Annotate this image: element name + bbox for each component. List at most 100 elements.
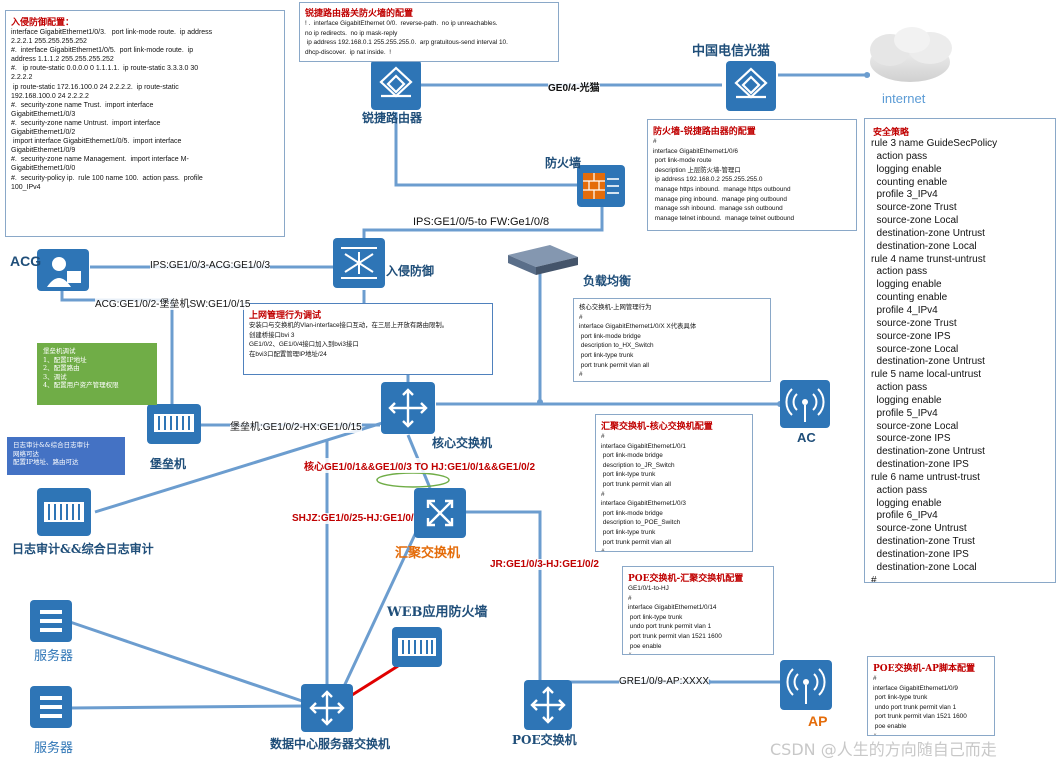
core-lb-config-box: 核心交换机-上网管理行为#interface GigabitEthernet1/… (573, 298, 771, 382)
ips-icon[interactable] (333, 238, 385, 288)
config-line: port link-type trunk (873, 694, 928, 702)
dc-switch-label: 数据中心服务器交换机 (270, 737, 391, 751)
fw-router-config-title: 防火墙-锐捷路由器的配置 (653, 127, 756, 137)
config-line: GE1/0/1-to-HJ (628, 585, 669, 592)
config-line: 2、配置路由 (43, 364, 80, 372)
server-icon[interactable] (30, 600, 72, 642)
config-line: interface GigabitEthernet1/0/1 (601, 442, 686, 450)
ac-icon[interactable] (780, 380, 830, 428)
config-line: undo port trunk permit vlan 1 (873, 703, 957, 711)
server-label-2: 服务器 (34, 741, 74, 756)
config-line: action pass (871, 484, 928, 496)
telecom-label: 中国电信光猫 (692, 44, 771, 59)
config-line: undo port trunk permit vlan 1 (628, 623, 712, 631)
config-line: rule 3 name GuideSecPolicy (871, 138, 998, 149)
telecom-modem-icon[interactable] (726, 61, 776, 111)
config-line: destination-zone IPS (871, 459, 969, 471)
link-aggregation-ring (376, 472, 450, 488)
server-icon[interactable] (30, 686, 72, 728)
config-line: rule 6 name untrust-trust (871, 471, 980, 483)
log-audit-icon[interactable] (37, 488, 91, 536)
waf-label: WEB应用防火墙 (387, 605, 488, 620)
config-line: #. security-zone name Untrust. import in… (11, 119, 161, 127)
config-line: destination-zone IPS (871, 549, 969, 560)
config-line: # (873, 732, 989, 735)
config-line: dhcp-discover. ip nat inside. ! (305, 48, 391, 56)
ap-icon[interactable] (780, 660, 832, 710)
bastion-icon[interactable] (147, 404, 201, 444)
config-line: # (601, 548, 605, 552)
config-line: port trunk permit vlan 1521 1600 (873, 713, 967, 721)
router-fw-config-box: 锐捷路由器关防火墙的配置 ! . interface GigabitEthern… (299, 2, 559, 62)
agg-label: 汇聚交换机 (395, 546, 461, 561)
config-line: action pass (871, 266, 928, 278)
poe-ap-config-lines: #interface GigabitEthernet1/0/9 port lin… (873, 674, 989, 735)
dc-switch-icon[interactable] (301, 684, 353, 732)
config-line: counting enable (871, 176, 948, 188)
config-line: GigabitEthernet1/0/0 (11, 165, 76, 173)
config-line: profile 6_IPv4 (871, 510, 938, 522)
config-line: 创建桥接口bvi 3 (249, 331, 295, 339)
aggregation-switch-icon[interactable] (414, 488, 466, 538)
ap-label: AP (808, 713, 828, 729)
config-line: # (601, 433, 605, 440)
config-line: 3、调试 (43, 372, 67, 381)
firewall-icon[interactable] (577, 165, 625, 207)
agg-core-config-lines: # interface GigabitEthernet1/0/1 port lin… (601, 432, 747, 552)
config-line: rule 5 name local-untrust (871, 369, 982, 381)
config-line: port link-type trunk (601, 528, 656, 536)
config-line: destination-zone Untrust (871, 227, 985, 239)
config-line: source-zone Trust (871, 317, 957, 329)
waf-icon[interactable] (392, 627, 442, 667)
config-line: manage telnet inbound. manage telnet out… (653, 214, 795, 222)
load-balancer-icon[interactable] (508, 245, 578, 275)
config-line: source-zone Local (871, 215, 959, 227)
core-switch-icon[interactable] (381, 382, 435, 434)
fw-router-config-box: 防火墙-锐捷路由器的配置 #interface GigabitEthernet1… (647, 119, 857, 231)
config-line: manage ssh inbound. manage ssh outbound (653, 205, 783, 213)
config-line: 1、配置IP地址 (43, 355, 87, 364)
poe-switch-icon[interactable] (524, 680, 572, 730)
acg-label: ACG (10, 253, 42, 269)
ips-acg-link-label: IPS:GE1/0/3-ACG:GE1/0/3 (150, 260, 271, 271)
poe-agg-config-lines: GE1/0/1-to-HJ#interface GigabitEthernet1… (628, 584, 768, 654)
config-line: 配置IP地址、路由可达 (13, 458, 79, 466)
config-line: # (579, 371, 583, 379)
config-line: GigabitEthernet1/0/3 (11, 110, 76, 118)
config-line: 核心交换机-上网管理行为 (579, 304, 652, 311)
link-firewall-ips (362, 206, 604, 242)
acg-sw-link-label: ACG:GE1/0/2-堡垒机SW:GE1/0/15 (95, 295, 251, 310)
config-line: # (628, 651, 768, 654)
router-icon[interactable] (371, 60, 421, 110)
config-line: # (601, 490, 605, 498)
csdn-watermark: CSDN @人生的方向随自己而走 (770, 740, 997, 759)
firewall-label: 防火墙 (545, 156, 582, 170)
server-label-1: 服务器 (34, 649, 74, 664)
internet-label: internet (882, 91, 926, 106)
config-line: destination-zone Trust (871, 536, 975, 548)
config-line: manage https inbound. manage https outbo… (653, 185, 791, 193)
agg-core-config-title: 汇聚交换机-核心交换机配置 (601, 422, 713, 432)
config-line: profile 5_IPv4 (871, 407, 938, 419)
config-line: port trunk permit vlan 1521 1600 (628, 632, 722, 640)
config-line: destination-zone Untrust (871, 356, 985, 368)
link-agg-dc (338, 527, 420, 696)
link-agg-poe (464, 510, 542, 684)
config-line: source-zone IPS (871, 433, 951, 445)
acg-icon[interactable] (37, 249, 89, 291)
security-policy-lines: rule 3 name GuideSecPolicy action pass l… (865, 138, 1055, 582)
config-line: interface GigabitEthernet1/0/3 (601, 500, 686, 508)
config-line: ip route-static 172.16.100.0 24 2.2.2.2.… (11, 83, 179, 91)
config-line: counting enable (871, 292, 948, 304)
poe-ap-config-title: POE交换机-AP脚本配置 (873, 664, 975, 674)
config-line: 2.2.2.1 255.255.255.252 (11, 38, 87, 46)
gre-link-label: GRE1/0/9-AP:XXXX (619, 676, 710, 687)
config-line: source-zone Trust (871, 202, 957, 214)
config-line: GE1/0/2、GE1/0/4接口加入到bvi3接口 (249, 341, 359, 349)
config-line: #. security-policy ip. rule 100 name 100… (11, 174, 203, 182)
config-line: port link-mode bridge (601, 452, 663, 460)
config-line: port link-type trunk (628, 613, 683, 621)
